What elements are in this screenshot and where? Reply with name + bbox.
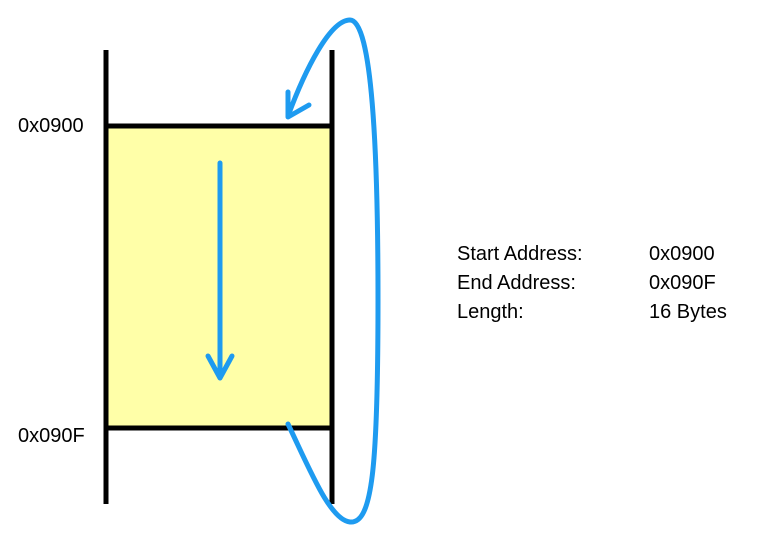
info-row-length: Length: 16 Bytes — [457, 298, 727, 327]
start-address-marker: 0x0900 — [18, 115, 84, 137]
buffer-info-panel: Start Address: 0x0900 End Address: 0x090… — [457, 240, 727, 327]
info-row-end-address: End Address: 0x090F — [457, 269, 727, 298]
info-key: End Address: — [457, 272, 576, 294]
info-value: 0x0900 — [649, 243, 715, 265]
wrap-around-arrow — [285, 17, 381, 525]
info-key: Start Address: — [457, 243, 583, 265]
info-value: 0x090F — [649, 272, 716, 294]
end-address-marker: 0x090F — [18, 425, 85, 447]
info-row-start-address: Start Address: 0x0900 — [457, 240, 727, 269]
traversal-arrow — [205, 160, 235, 381]
info-value: 16 Bytes — [649, 301, 727, 323]
info-key: Length: — [457, 301, 524, 323]
